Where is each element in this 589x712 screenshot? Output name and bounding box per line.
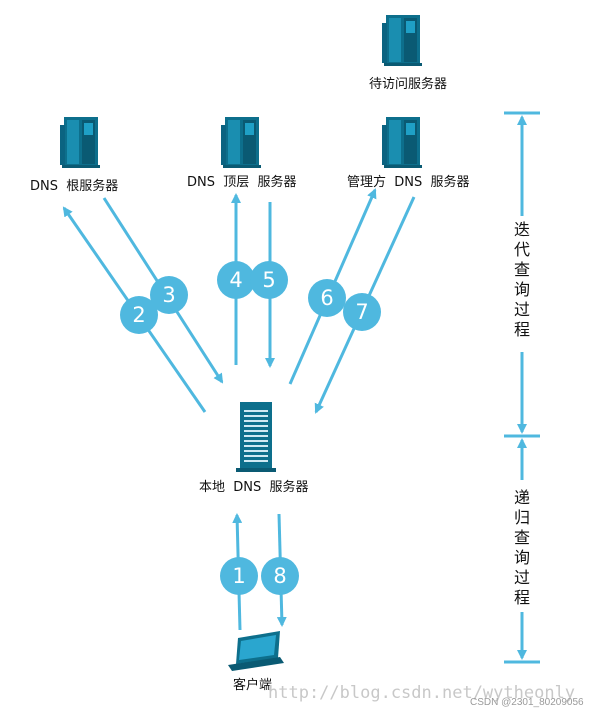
tld-server-label: DNS 顶层 服务器 bbox=[187, 175, 297, 190]
step-badge-1: 1 bbox=[220, 557, 258, 595]
target-server-label: 待访问服务器 bbox=[369, 77, 448, 92]
step-badge-8: 8 bbox=[261, 557, 299, 595]
laptop-icon bbox=[228, 631, 284, 671]
phase-bracket bbox=[504, 111, 540, 664]
root-server-label: DNS 根服务器 bbox=[30, 179, 119, 194]
watermark-url: http://blog.csdn.net/wytheonly bbox=[268, 683, 576, 703]
authoritative-server-icon bbox=[382, 117, 422, 168]
step-badge-7: 7 bbox=[343, 293, 381, 331]
client-label: 客户端 bbox=[233, 678, 273, 693]
step-badge-6: 6 bbox=[308, 279, 346, 317]
target-server-icon bbox=[382, 15, 422, 66]
step-badge-5: 5 bbox=[250, 261, 288, 299]
step-badge-4: 4 bbox=[217, 261, 255, 299]
watermark-credit: CSDN @2301_80209056 bbox=[470, 697, 584, 708]
tld-server-icon bbox=[221, 117, 261, 168]
recursive-phase-label: 递归 查询 过程 bbox=[512, 484, 532, 612]
authoritative-server-label: 管理方 DNS 服务器 bbox=[347, 175, 470, 190]
root-server-icon bbox=[60, 117, 100, 168]
step-badge-3: 3 bbox=[150, 276, 188, 314]
local-server-label: 本地 DNS 服务器 bbox=[199, 480, 309, 495]
iterative-phase-label: 迭代 查询 过程 bbox=[512, 216, 532, 344]
local-dns-server-icon bbox=[236, 402, 276, 472]
